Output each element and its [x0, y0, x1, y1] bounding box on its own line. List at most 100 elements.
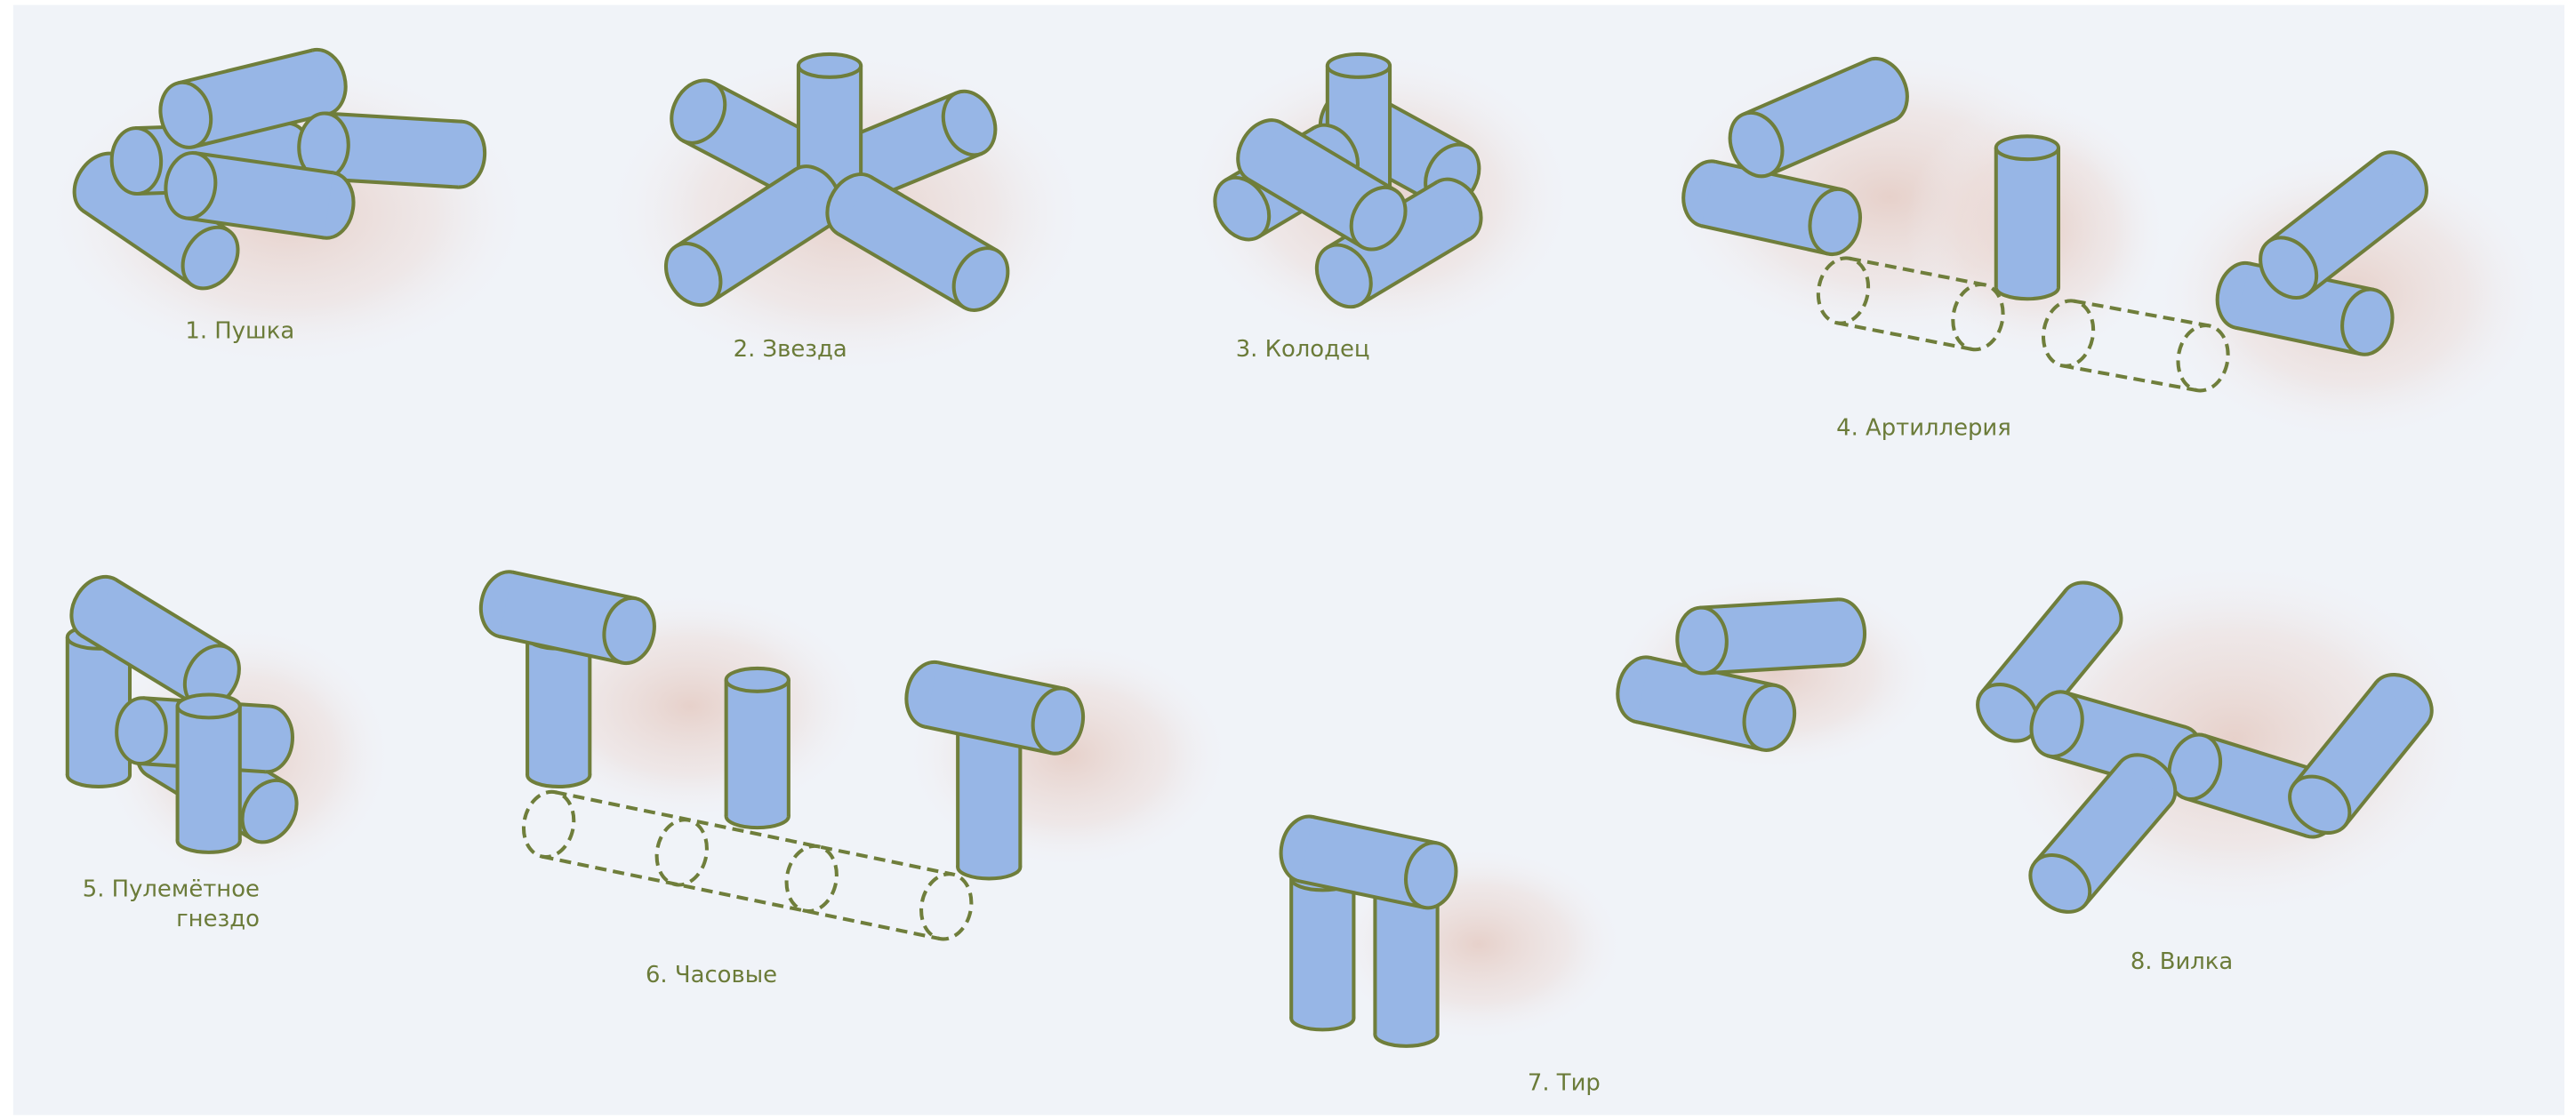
figures — [65, 47, 2434, 1048]
cylinder-front-cap — [2340, 287, 2395, 356]
cylinder-front-cap — [2167, 732, 2223, 802]
cylinder-front-cap — [1349, 185, 1408, 252]
cylinder-body — [925, 662, 1065, 754]
cylinder-edge — [2074, 299, 2210, 328]
cylinder-edge — [1742, 58, 1869, 116]
cylinder-front-cap — [1213, 175, 1272, 242]
cylinder — [1616, 655, 1797, 752]
cylinder-front-cap — [1742, 683, 1797, 752]
cylinder-edge — [2034, 760, 2123, 864]
cylinder-front-cap — [2028, 852, 2092, 914]
figure-4-label: 4. Артиллерия — [1836, 415, 2011, 442]
cylinder-edge — [1980, 588, 2067, 693]
cylinder-front-cap — [941, 89, 998, 157]
cylinder-body — [67, 636, 131, 776]
cylinder-edge — [2083, 803, 2172, 907]
vertical-cylinder — [724, 666, 790, 830]
cylinder-front-cap — [240, 778, 299, 844]
cylinder-edge — [1699, 597, 1839, 610]
cylinder — [2288, 673, 2434, 835]
cylinder-front-cap — [1314, 243, 1373, 309]
cylinder-edge — [498, 635, 623, 665]
cylinder-front-cap — [175, 692, 242, 720]
cylinder-front-cap — [919, 872, 974, 941]
cylinder-edge — [1312, 815, 1439, 845]
cylinder-front-cap — [602, 596, 656, 666]
cylinder — [904, 660, 1086, 756]
cylinder-edge — [924, 724, 1052, 756]
cylinder-body — [1375, 886, 1438, 1035]
cylinder — [478, 570, 656, 666]
figure-8-label: 8. Вилка — [2131, 948, 2233, 975]
cylinder-edge — [1768, 118, 1895, 177]
cylinder-edge — [185, 216, 325, 240]
cylinder-body — [798, 65, 862, 184]
cylinder-front-cap — [1325, 52, 1392, 79]
cylinder-body — [726, 679, 789, 817]
cylinder-edge — [1247, 177, 1363, 249]
cylinder-edge — [870, 175, 999, 252]
cylinder-front-cap — [1404, 841, 1458, 910]
cylinder — [297, 111, 487, 189]
cylinder-edge — [1360, 236, 1473, 306]
cylinder — [1675, 597, 1867, 676]
cylinder-body — [499, 572, 637, 663]
cylinder-edge — [2292, 681, 2378, 786]
cylinder-edge — [674, 167, 797, 249]
cylinder-body — [1635, 657, 1777, 750]
cylinder-front-cap — [181, 225, 240, 291]
cylinder-front-cap — [1675, 605, 1729, 676]
figure-3-label: 3. Колодец — [1236, 336, 1370, 363]
cylinder-edge — [937, 660, 1065, 691]
cylinder-edge — [512, 570, 637, 601]
cylinder-edge — [193, 112, 329, 149]
cylinder-edge — [2307, 206, 2420, 295]
cylinder — [663, 164, 843, 308]
cylinder-front-cap — [1031, 686, 1086, 756]
cylinder — [69, 574, 241, 709]
cylinder-front-cap — [164, 150, 218, 220]
dashed-cylinder-outline — [2041, 299, 2230, 393]
cylinder-body — [1699, 599, 1842, 674]
cylinder-front-cap — [1994, 134, 2061, 162]
cylinder-front-cap — [951, 246, 1010, 312]
cylinder-front-cap — [1728, 110, 1785, 179]
cylinder-edge — [195, 151, 334, 175]
cylinder-front-cap — [109, 126, 164, 196]
cylinder-front-cap — [724, 666, 790, 693]
cylinder-front-cap — [115, 696, 168, 766]
dashed-ring — [784, 844, 839, 914]
dashed-ring — [654, 818, 709, 887]
cylinder-edge — [325, 111, 462, 124]
cylinder-body — [1299, 817, 1438, 908]
cylinder — [2028, 753, 2178, 914]
cylinder-edge — [837, 232, 966, 309]
cylinder-front-cap — [796, 52, 863, 79]
cylinder-edge — [1701, 224, 1829, 256]
cylinder-body — [1291, 878, 1354, 1019]
cylinder — [1279, 814, 1458, 910]
dashed-cylinder-outline — [521, 789, 974, 941]
cylinder-body — [958, 722, 1021, 868]
cylinder-front-cap — [2259, 236, 2319, 300]
cylinder — [2259, 150, 2428, 300]
cylinder-edge — [1298, 879, 1425, 909]
figure-2-label: 2. Звезда — [734, 336, 847, 363]
cylinder-body — [527, 636, 590, 776]
cylinder-edge — [1635, 720, 1763, 752]
cylinder-edge — [1849, 256, 1985, 287]
cylinder — [1236, 118, 1408, 252]
figure-5-label-line1: 5. Пулемётное — [83, 876, 260, 903]
cylinder-body — [321, 113, 462, 188]
cylinder-edge — [2235, 325, 2362, 356]
figure-1-label: 1. Пушка — [185, 318, 294, 345]
cylinder-edge — [555, 790, 954, 876]
vertical-cylinder — [175, 692, 242, 854]
cylinder-front-cap — [1808, 187, 1862, 257]
cylinder-edge — [2065, 691, 2187, 729]
cylinder-edge — [2267, 155, 2380, 244]
cylinder-edge — [115, 578, 230, 651]
cylinder-edge — [2062, 364, 2198, 393]
